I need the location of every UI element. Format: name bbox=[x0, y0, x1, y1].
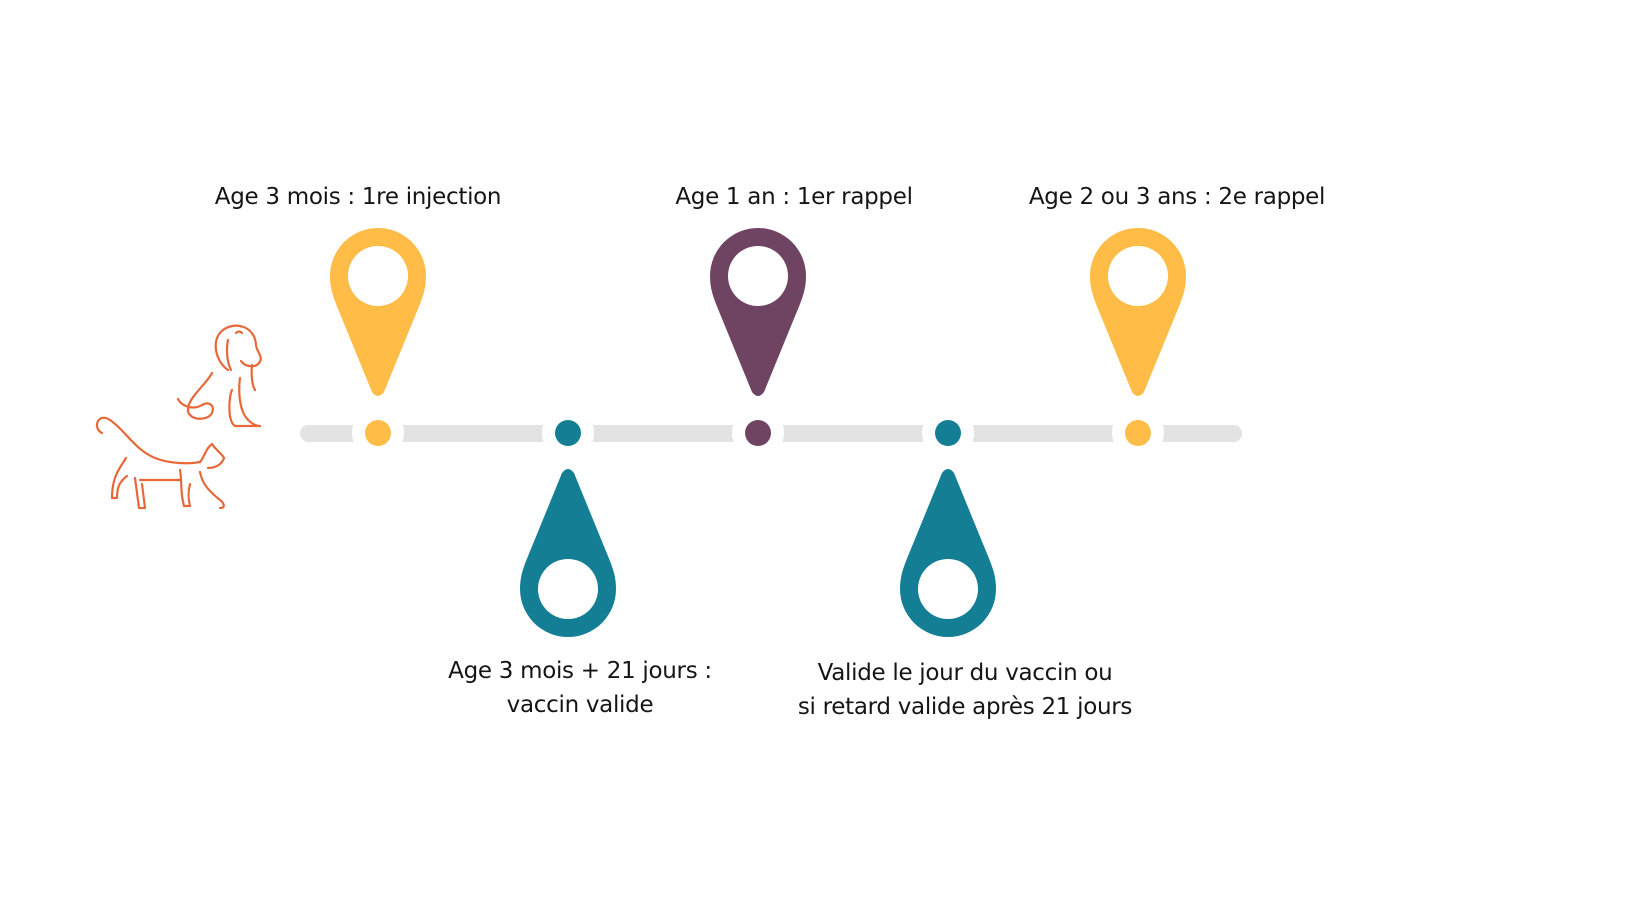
timeline-dot bbox=[365, 420, 391, 446]
milestone-label: Age 3 mois : 1re injection bbox=[214, 184, 502, 210]
milestone-label-line: Age 3 mois + 21 jours : bbox=[448, 658, 712, 684]
milestone-label: Age 3 mois + 21 jours : vaccin valide bbox=[448, 654, 712, 722]
timeline-dot bbox=[555, 420, 581, 446]
map-pin-hole bbox=[1108, 246, 1168, 306]
dog-and-cat-line-art-icon bbox=[95, 324, 262, 510]
timeline-dot bbox=[1125, 420, 1151, 446]
map-pin-hole bbox=[728, 246, 788, 306]
timeline-dot bbox=[745, 420, 771, 446]
milestone-label: Age 1 an : 1er rappel bbox=[675, 184, 913, 210]
milestone-label-line: Valide le jour du vaccin ou bbox=[817, 660, 1113, 686]
map-pin-hole bbox=[918, 559, 978, 619]
milestone-label: Age 2 ou 3 ans : 2e rappel bbox=[1028, 184, 1326, 210]
milestone-label: Valide le jour du vaccin ou si retard val… bbox=[797, 656, 1133, 724]
map-pin-hole bbox=[348, 246, 408, 306]
milestone-label-line: vaccin valide bbox=[506, 692, 654, 718]
milestone-label-line: si retard valide après 21 jours bbox=[797, 694, 1133, 720]
timeline-dot bbox=[935, 420, 961, 446]
map-pin-hole bbox=[538, 559, 598, 619]
